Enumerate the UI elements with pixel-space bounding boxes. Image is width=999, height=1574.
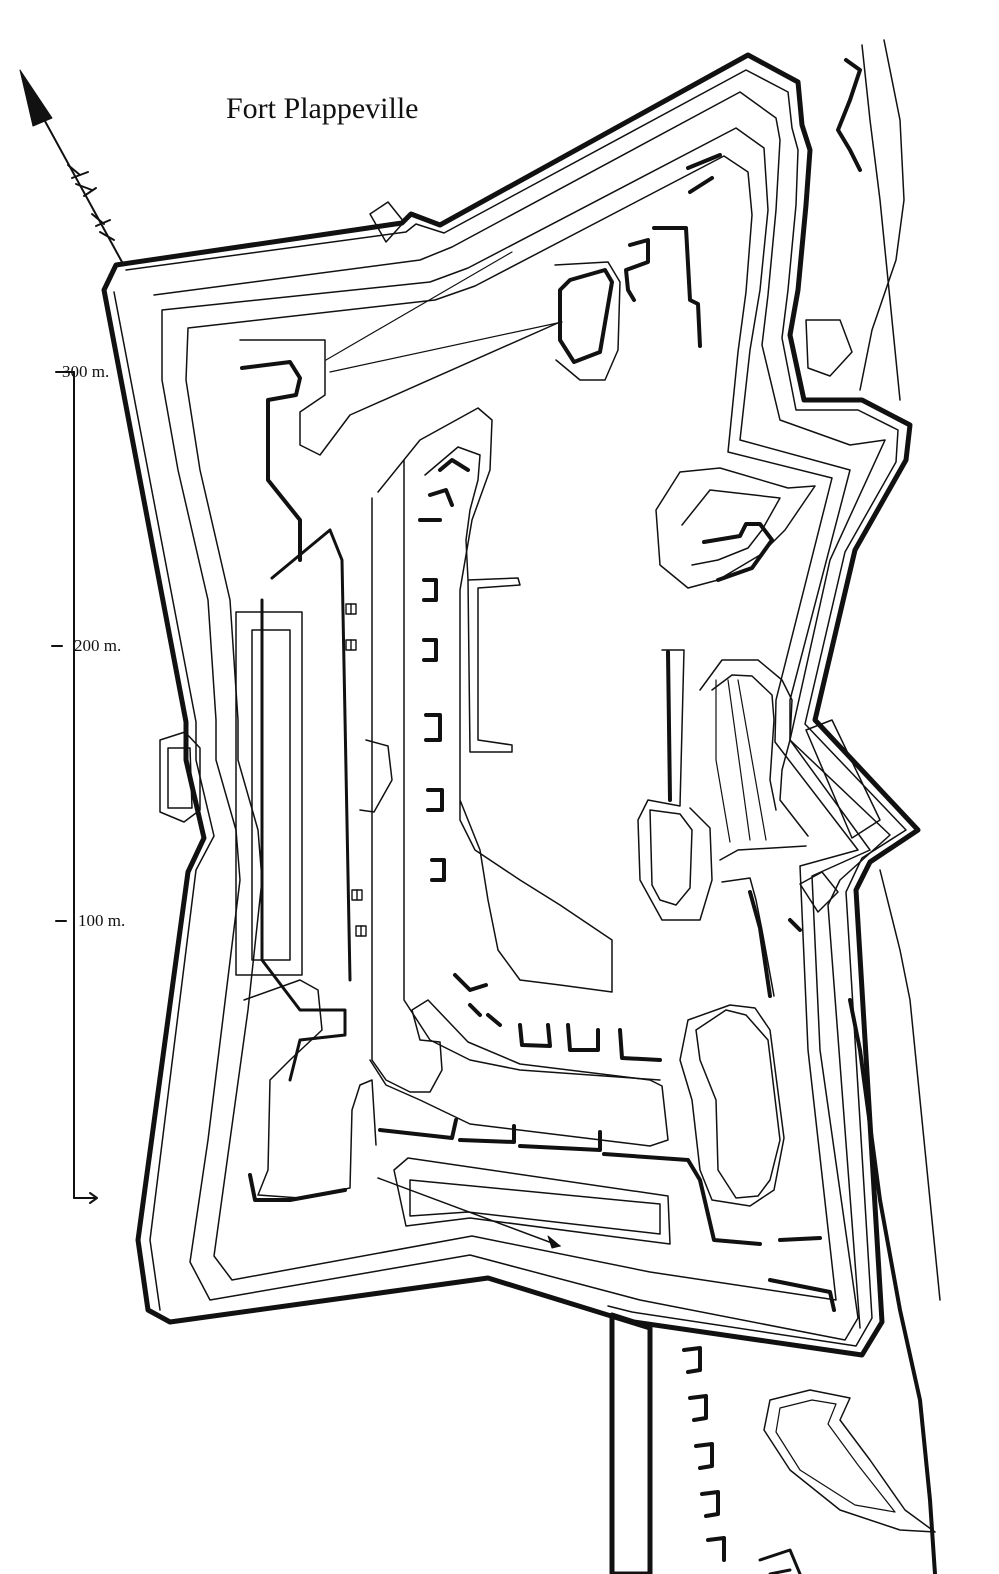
blockhouse-symbols [345,603,367,937]
scale-bar [51,371,98,1204]
north-arrow-icon [19,69,123,263]
inner-casemates [418,458,662,1062]
north-bastion [325,153,722,381]
scale-label-300: 300 m. [62,362,110,381]
south-ravelin [377,1157,671,1249]
south-casemates [682,1346,802,1574]
map-title: Fort Plappeville [226,92,419,125]
west-bastion [235,321,561,1202]
outer-rampart [101,52,921,1574]
east-sector [637,649,881,998]
glacis-pond [763,1389,936,1533]
central-court [369,407,669,1147]
ravelin-west [159,731,393,823]
approach-road [805,39,941,1574]
south-east-bastion [378,1004,836,1312]
scale-label-200: 200 m. [74,636,122,655]
east-redoubt [655,467,816,589]
covered-way [161,127,871,1341]
scale-label-100: 100 m. [78,911,126,930]
